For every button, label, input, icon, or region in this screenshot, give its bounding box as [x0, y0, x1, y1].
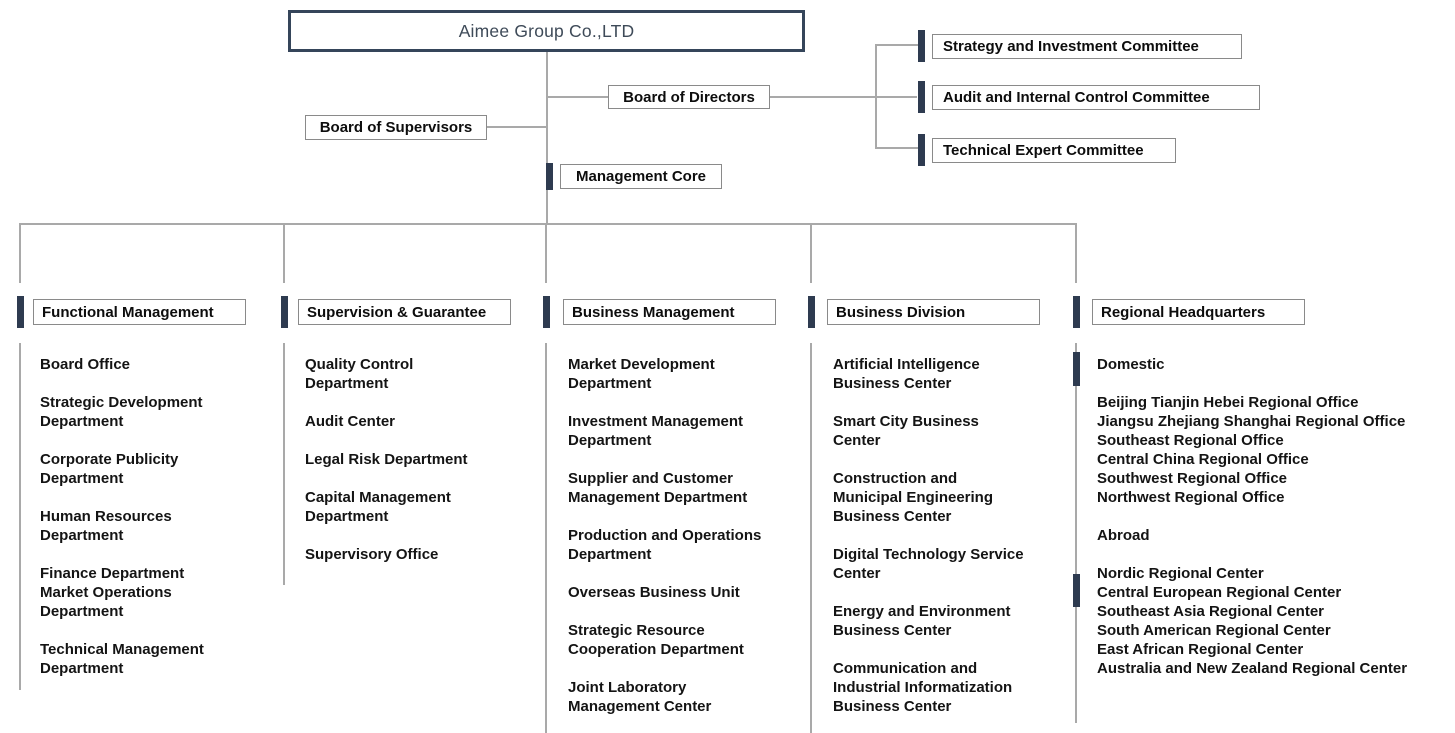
column-header-label: Supervision & Guarantee: [307, 303, 487, 321]
regional-office-item: Southwest Regional Office: [1097, 470, 1288, 487]
committee-box-audit-internal-control: Audit and Internal Control Committee: [932, 85, 1260, 110]
regional-center-item: Central European Regional Center: [1097, 584, 1342, 601]
department-item: Smart City Business Center: [833, 413, 979, 449]
accent-bar-header-5: [1073, 296, 1080, 328]
company-title-box: Aimee Group Co.,LTD: [288, 10, 805, 52]
department-item: Construction and Municipal Engineering B…: [833, 470, 994, 525]
column-header-label: Business Management: [572, 303, 735, 321]
column-header-label: Functional Management: [42, 303, 214, 321]
department-item: Strategic Resource Cooperation Departmen…: [568, 622, 744, 658]
region-group-label-abroad: Abroad: [1097, 527, 1150, 544]
connector-committee-bracket: [875, 44, 877, 149]
connector-drop-col3: [545, 223, 547, 283]
board-of-supervisors-box: Board of Supervisors: [305, 115, 487, 140]
column-header-functional-management: Functional Management: [33, 299, 246, 325]
connector-columns-span: [19, 223, 1077, 225]
department-item: Quality Control Department: [305, 356, 414, 392]
department-item: Supplier and Customer Management Departm…: [568, 470, 748, 506]
region-group-label-domestic: Domestic: [1097, 356, 1165, 373]
committee-label: Audit and Internal Control Committee: [943, 89, 1210, 106]
committee-box-technical-expert: Technical Expert Committee: [932, 138, 1176, 163]
committee-label: Strategy and Investment Committee: [943, 38, 1199, 55]
column-line-4: [810, 343, 812, 733]
department-item: Strategic Development Department: [40, 394, 203, 430]
department-item: Technical Management Department: [40, 641, 204, 677]
regional-office-item: Jiangsu Zhejiang Shanghai Regional Offic…: [1097, 413, 1406, 430]
accent-bar-header-4: [808, 296, 815, 328]
connector-committee-top: [875, 44, 918, 46]
connector-drop-col5: [1075, 223, 1077, 283]
accent-bar-committee-3: [918, 134, 925, 166]
regional-office-item: Beijing Tianjin Hebei Regional Office: [1097, 394, 1359, 411]
department-item: Legal Risk Department: [305, 451, 468, 468]
department-item: Board Office: [40, 356, 131, 373]
department-item: Communication and Industrial Informatiza…: [833, 660, 1013, 715]
department-item: Supervisory Office: [305, 546, 439, 563]
connector-drop-col1: [19, 223, 21, 283]
regional-office-item: Central China Regional Office: [1097, 451, 1309, 468]
column-header-supervision-guarantee: Supervision & Guarantee: [298, 299, 511, 325]
column-regional-headquarters: Domestic Beijing Tianjin Hebei Regional …: [1097, 355, 1452, 678]
accent-bar-management-core: [546, 163, 553, 190]
regional-center-item: Nordic Regional Center: [1097, 565, 1264, 582]
department-item: Production and Operations Department: [568, 527, 762, 563]
connector-trunk: [546, 52, 548, 224]
accent-bar-committee-1: [918, 30, 925, 62]
accent-bar-header-2: [281, 296, 288, 328]
column-line-2: [283, 343, 285, 585]
column-header-business-division: Business Division: [827, 299, 1040, 325]
accent-bar-committee-2: [918, 81, 925, 113]
accent-bar-abroad: [1073, 574, 1080, 607]
department-item: Energy and Environment Business Center: [833, 603, 1011, 639]
column-header-regional-headquarters: Regional Headquarters: [1092, 299, 1305, 325]
accent-bar-header-1: [17, 296, 24, 328]
department-item: Capital Management Department: [305, 489, 451, 525]
regional-center-item: East African Regional Center: [1097, 641, 1304, 658]
column-functional-management: Board Office Strategic Development Depar…: [40, 355, 275, 697]
column-header-label: Business Division: [836, 303, 966, 321]
department-item: Investment Management Department: [568, 413, 744, 449]
column-line-1: [19, 343, 21, 690]
department-item: Finance Department: [40, 565, 185, 582]
department-item: Human Resources Department: [40, 508, 172, 544]
column-header-business-management: Business Management: [563, 299, 776, 325]
column-line-3: [545, 343, 547, 733]
column-supervision-guarantee: Quality Control Department Audit Center …: [305, 355, 540, 583]
accent-bar-header-3: [543, 296, 550, 328]
committee-box-strategy-investment: Strategy and Investment Committee: [932, 34, 1242, 59]
regional-office-item: Southeast Regional Office: [1097, 432, 1284, 449]
connector-drop-col2: [283, 223, 285, 283]
department-item: Market Operations Department: [40, 584, 172, 620]
column-header-label: Regional Headquarters: [1101, 303, 1266, 321]
department-item: Joint Laboratory Management Center: [568, 679, 712, 715]
regional-center-item: Southeast Asia Regional Center: [1097, 603, 1324, 620]
department-item: Corporate Publicity Department: [40, 451, 179, 487]
department-item: Overseas Business Unit: [568, 584, 740, 601]
regional-center-item: Australia and New Zealand Regional Cente…: [1097, 660, 1408, 677]
column-line-5: [1075, 343, 1077, 723]
department-item: Market Development Department: [568, 356, 715, 392]
connector-drop-col4: [810, 223, 812, 283]
board-of-directors-box: Board of Directors: [608, 85, 770, 109]
committee-label: Technical Expert Committee: [943, 142, 1144, 159]
management-core-box: Management Core: [560, 164, 722, 189]
regional-center-item: South American Regional Center: [1097, 622, 1331, 639]
connector-committee-bottom: [875, 147, 918, 149]
board-of-directors-label: Board of Directors: [623, 88, 755, 106]
accent-bar-domestic: [1073, 352, 1080, 386]
regional-office-item: Northwest Regional Office: [1097, 489, 1285, 506]
column-business-division: Artificial Intelligence Business Center …: [833, 355, 1068, 733]
department-item: Audit Center: [305, 413, 395, 430]
department-item: Digital Technology Service Center: [833, 546, 1024, 582]
column-business-management: Market Development Department Investment…: [568, 355, 803, 733]
management-core-label: Management Core: [575, 168, 707, 185]
board-of-supervisors-label: Board of Supervisors: [319, 119, 473, 136]
connector-supervisors: [486, 126, 547, 128]
company-title: Aimee Group Co.,LTD: [458, 20, 635, 41]
department-item: Artificial Intelligence Business Center: [833, 356, 980, 392]
